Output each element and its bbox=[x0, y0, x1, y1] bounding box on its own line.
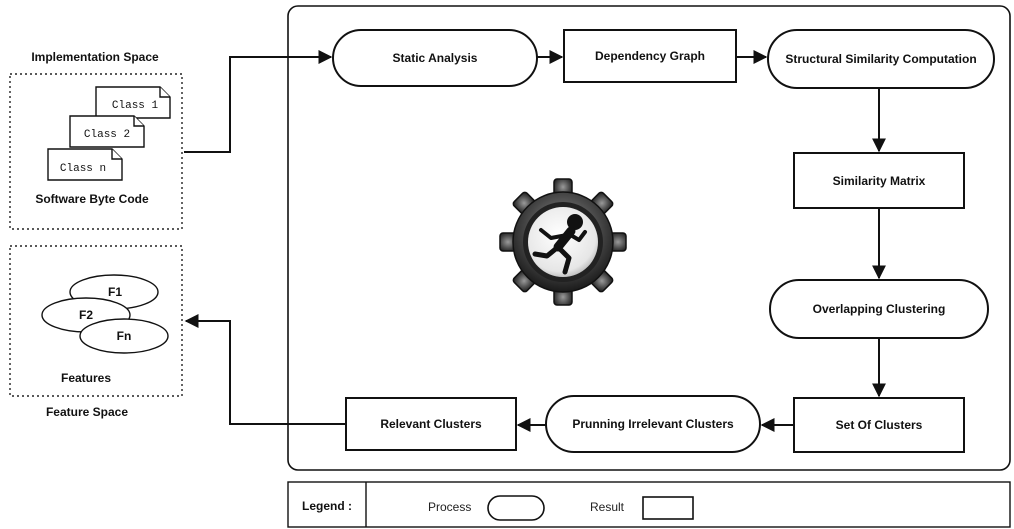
legend: Legend : Process Result bbox=[287, 481, 1011, 528]
arrow-relevant-to-features bbox=[184, 314, 346, 425]
feature-space-box bbox=[9, 245, 183, 397]
gear-running-man-icon bbox=[499, 178, 627, 306]
class-doc: Class 1 bbox=[95, 86, 171, 119]
result-dependency-graph[interactable]: Dependency Graph bbox=[563, 29, 737, 83]
feature-space-title: Feature Space bbox=[46, 405, 128, 419]
feature-label: Fn bbox=[117, 329, 132, 343]
class-label: Class n bbox=[60, 163, 106, 175]
process-static-analysis[interactable]: Static Analysis bbox=[332, 29, 538, 87]
class-label: Class 2 bbox=[84, 129, 130, 141]
legend-title: Legend : bbox=[302, 499, 352, 513]
svg-text:Relevant Clusters: Relevant Clusters bbox=[380, 417, 482, 431]
feature-ellipse bbox=[79, 318, 169, 354]
implementation-space-title: Implementation Space bbox=[31, 50, 159, 64]
feature-label: F2 bbox=[79, 308, 93, 322]
svg-text:Set Of Clusters: Set Of Clusters bbox=[836, 418, 923, 432]
process-container bbox=[287, 5, 1011, 471]
result-relevant-clusters[interactable]: Relevant Clusters bbox=[345, 397, 517, 451]
process-prunning-irrelevant-clusters[interactable]: Prunning Irrelevant Clusters bbox=[545, 395, 761, 453]
process-structural-similarity[interactable]: Structural Similarity Computation bbox=[767, 29, 995, 89]
legend-process-label: Process bbox=[428, 500, 471, 514]
svg-text:Dependency Graph: Dependency Graph bbox=[595, 49, 705, 63]
class-doc: Class n bbox=[47, 148, 123, 181]
svg-text:Static Analysis: Static Analysis bbox=[393, 51, 478, 65]
legend-result-label: Result bbox=[590, 500, 625, 514]
arrow-bytecode-to-static-analysis bbox=[184, 50, 333, 153]
result-similarity-matrix[interactable]: Similarity Matrix bbox=[793, 152, 965, 209]
svg-text:Overlapping Clustering: Overlapping Clustering bbox=[813, 302, 946, 316]
svg-text:Similarity Matrix: Similarity Matrix bbox=[833, 174, 926, 188]
svg-text:Structural Similarity Computat: Structural Similarity Computation bbox=[785, 52, 976, 66]
class-doc: Class 2 bbox=[69, 115, 145, 148]
process-overlapping-clustering[interactable]: Overlapping Clustering bbox=[769, 279, 989, 339]
legend-process-shape bbox=[487, 495, 545, 521]
feature-label: F1 bbox=[108, 285, 122, 299]
implementation-space-caption: Software Byte Code bbox=[35, 192, 149, 206]
implementation-space-box bbox=[9, 73, 183, 230]
legend-result-shape bbox=[642, 496, 694, 520]
svg-text:Prunning Irrelevant Clusters: Prunning Irrelevant Clusters bbox=[572, 417, 734, 431]
feature-space-caption: Features bbox=[61, 371, 111, 385]
feature-space: F1 F2 Fn Features Feature Space bbox=[9, 245, 183, 419]
result-set-of-clusters[interactable]: Set Of Clusters bbox=[793, 397, 965, 453]
class-label: Class 1 bbox=[112, 100, 159, 112]
implementation-space: Implementation Space Class 1 Class 2 Cla… bbox=[9, 50, 183, 230]
